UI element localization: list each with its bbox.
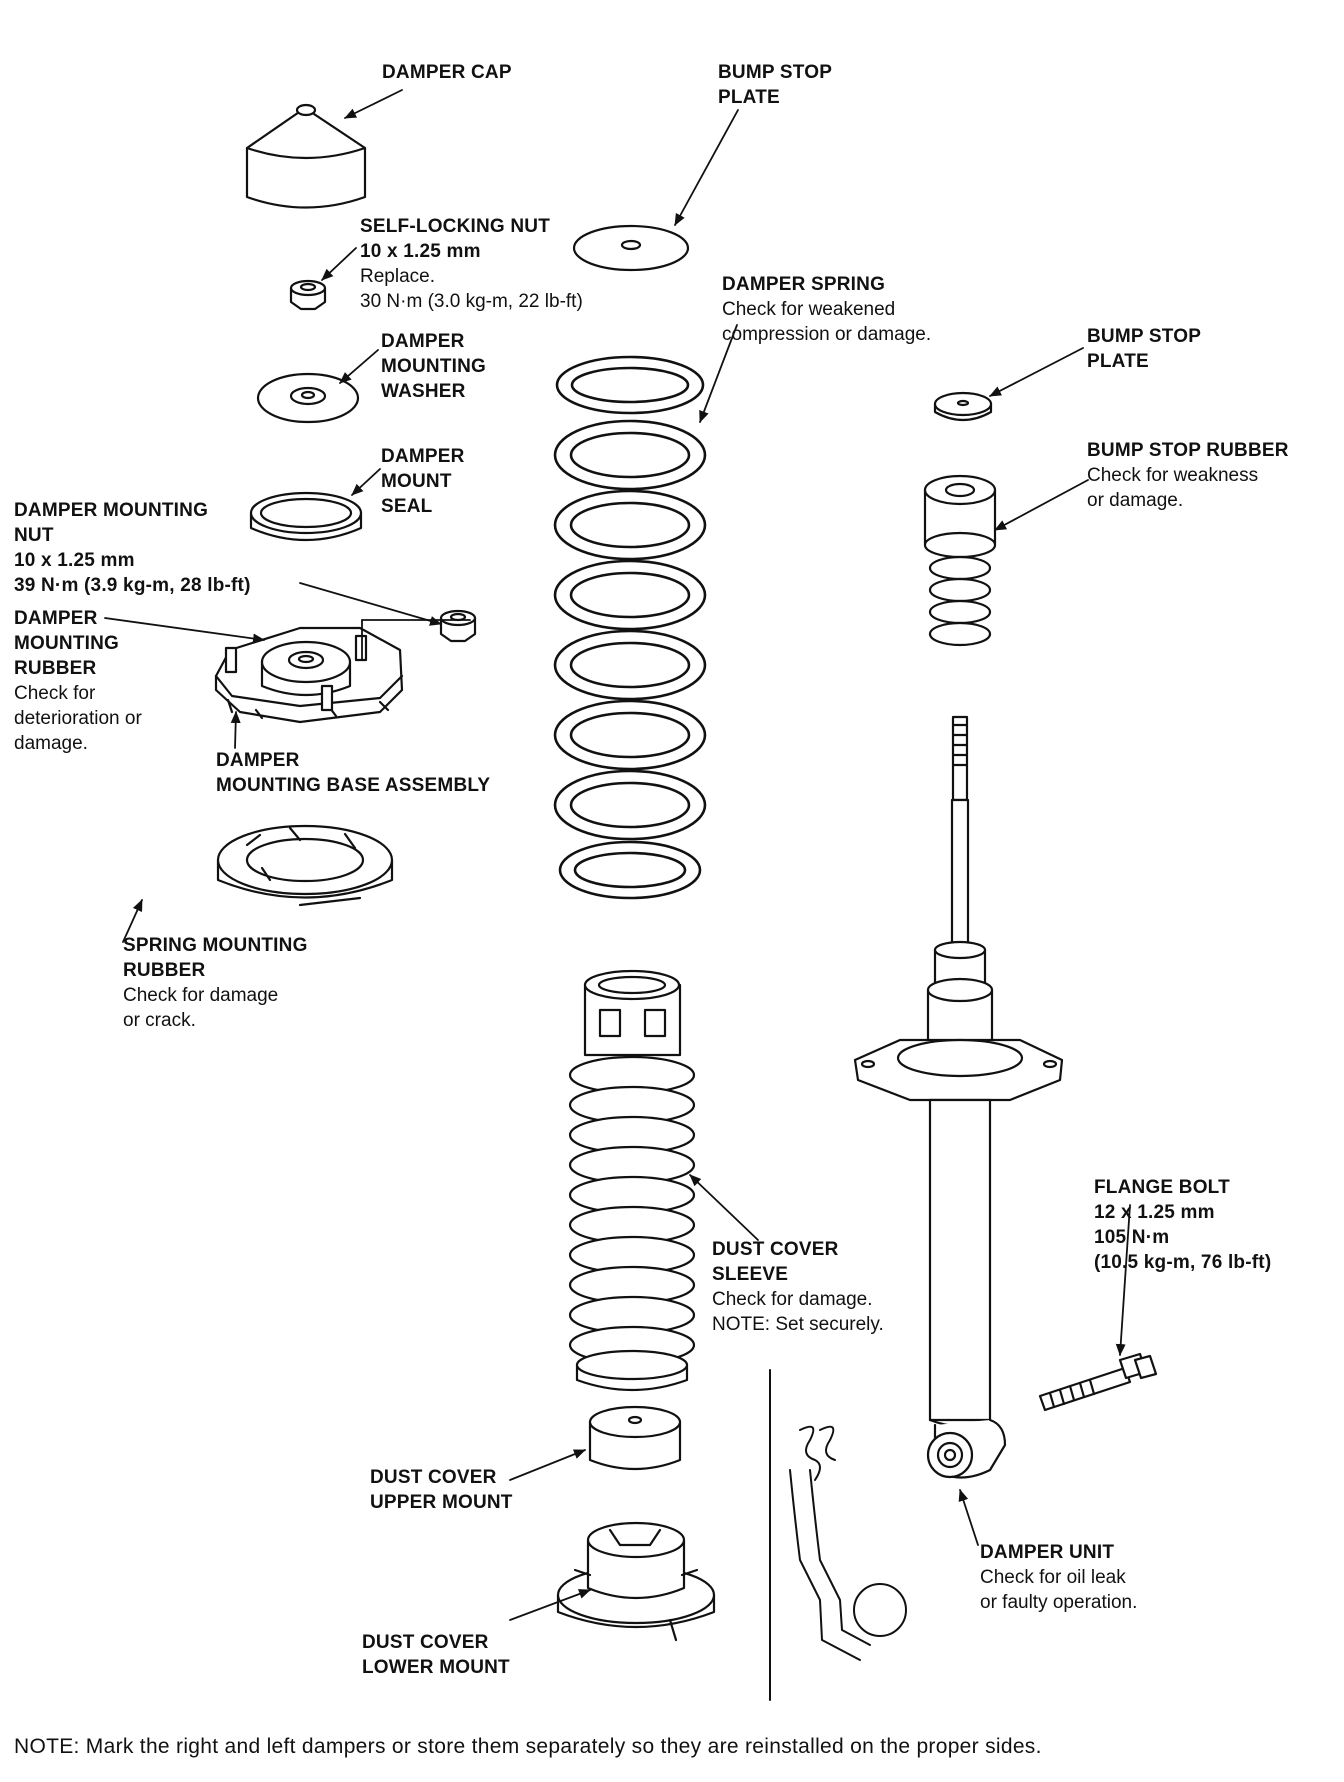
title-line: DUST COVER [362, 1632, 489, 1653]
label-damper-cap: DAMPER CAP [382, 60, 512, 85]
title-line: DAMPER UNIT [980, 1542, 1115, 1563]
desc-line: Check for damage. [712, 1289, 873, 1310]
label-damper-unit: DAMPER UNIT Check for oil leak or faulty… [980, 1540, 1137, 1615]
desc-line: 30 N·m (3.0 kg-m, 22 lb-ft) [360, 291, 583, 312]
title-line: SPRING MOUNTING [123, 935, 308, 956]
title-line: 105 N·m [1094, 1227, 1170, 1248]
title-line: MOUNTING [14, 633, 120, 654]
title-line: RUBBER [14, 658, 97, 679]
title-line: MOUNTING BASE ASSEMBLY [216, 775, 491, 796]
damper-cap-part [245, 103, 367, 209]
spring-mounting-rubber-part [216, 824, 394, 907]
title-line: BUMP STOP RUBBER [1087, 440, 1289, 461]
title-line: DAMPER [381, 331, 465, 352]
desc-line: or faulty operation. [980, 1592, 1138, 1613]
title-line: PLATE [1087, 351, 1149, 372]
title-line: DAMPER CAP [382, 62, 512, 83]
label-bump-stop-rubber: BUMP STOP RUBBER Check for weakness or d… [1087, 438, 1289, 513]
label-damper-mount-seal: DAMPER MOUNT SEAL [381, 444, 465, 519]
title-line: FLANGE BOLT [1094, 1177, 1230, 1198]
damper-unit-part [853, 715, 1064, 1479]
label-dust-cover-lower-mount: DUST COVER LOWER MOUNT [362, 1630, 510, 1680]
label-spring-mounting-rubber: SPRING MOUNTING RUBBER Check for damage … [123, 933, 308, 1033]
title-line: SEAL [381, 496, 433, 517]
title-line: BUMP STOP [718, 62, 833, 83]
desc-line: or crack. [123, 1010, 196, 1031]
flange-bolt-part [1038, 1352, 1158, 1412]
desc-line: Check for damage [123, 985, 279, 1006]
label-damper-mounting-washer: DAMPER MOUNTING WASHER [381, 329, 486, 404]
dust-cover-sleeve-part [568, 969, 696, 1392]
bump-stop-rubber-part [923, 474, 997, 647]
label-bump-stop-plate-right: BUMP STOP PLATE [1087, 324, 1201, 374]
title-line: 12 x 1.25 mm [1094, 1202, 1215, 1223]
title-line: MOUNTING [381, 356, 487, 377]
title-line: (10.5 kg-m, 76 lb-ft) [1094, 1252, 1272, 1273]
label-damper-mounting-rubber: DAMPER MOUNTING RUBBER Check for deterio… [14, 606, 142, 756]
title-line: DAMPER [216, 750, 300, 771]
label-dust-cover-upper-mount: DUST COVER UPPER MOUNT [370, 1465, 513, 1515]
title-line: DAMPER MOUNTING [14, 500, 209, 521]
label-flange-bolt: FLANGE BOLT 12 x 1.25 mm 105 N·m (10.5 k… [1094, 1175, 1271, 1275]
bump-stop-plate-top-part [572, 224, 690, 272]
desc-line: Check for oil leak [980, 1567, 1126, 1588]
title-line: MOUNT [381, 471, 452, 492]
title-line: LOWER MOUNT [362, 1657, 510, 1678]
title-line: PLATE [718, 87, 780, 108]
title-line: BUMP STOP [1087, 326, 1202, 347]
title-line: 10 x 1.25 mm [14, 550, 135, 571]
title-line: DUST COVER [712, 1239, 839, 1260]
damper-mounting-washer-part [256, 372, 360, 424]
damper-spring-part [553, 355, 707, 900]
desc-line: Replace. [360, 266, 435, 287]
label-damper-mounting-base: DAMPER MOUNTING BASE ASSEMBLY [216, 748, 490, 798]
title-line: SLEEVE [712, 1264, 789, 1285]
title-line: DUST COVER [370, 1467, 497, 1488]
title-line: 10 x 1.25 mm [360, 241, 481, 262]
damper-mounting-base-part [214, 626, 404, 724]
bump-stop-plate-right-part [933, 391, 993, 422]
footnote: NOTE: Mark the right and left dampers or… [14, 1735, 1042, 1758]
title-line: UPPER MOUNT [370, 1492, 513, 1513]
desc-line: Check for weakness [1087, 465, 1259, 486]
title-line: 39 N·m (3.9 kg-m, 28 lb-ft) [14, 575, 251, 596]
dust-cover-lower-mount-part [556, 1521, 716, 1642]
desc-line: damage. [14, 733, 88, 754]
label-bump-stop-plate-top: BUMP STOP PLATE [718, 60, 832, 110]
title-line: SELF-LOCKING NUT [360, 216, 551, 237]
label-damper-spring: DAMPER SPRING Check for weakened compres… [722, 272, 931, 347]
label-damper-mounting-nut: DAMPER MOUNTING NUT 10 x 1.25 mm 39 N·m … [14, 498, 251, 598]
damper-mounting-nut-part [439, 609, 477, 643]
title-line: NUT [14, 525, 54, 546]
inset-detail [769, 1369, 907, 1701]
desc-line: compression or damage. [722, 324, 932, 345]
title-line: DAMPER SPRING [722, 274, 886, 295]
title-line: DAMPER [381, 446, 465, 467]
title-line: DAMPER [14, 608, 98, 629]
desc-line: or damage. [1087, 490, 1184, 511]
damper-mount-seal-part [249, 491, 363, 542]
desc-line: Check for weakened [722, 299, 896, 320]
title-line: RUBBER [123, 960, 206, 981]
label-dust-cover-sleeve: DUST COVER SLEEVE Check for damage. NOTE… [712, 1237, 884, 1337]
leader-lines [104, 89, 1131, 1621]
desc-line: NOTE: Set securely. [712, 1314, 884, 1335]
desc-line: deterioration or [14, 708, 142, 729]
desc-line: Check for [14, 683, 96, 704]
dust-cover-upper-mount-part [588, 1405, 682, 1471]
self-locking-nut-part [289, 279, 327, 311]
label-self-locking-nut: SELF-LOCKING NUT 10 x 1.25 mm Replace. 3… [360, 214, 583, 314]
title-line: WASHER [381, 381, 466, 402]
